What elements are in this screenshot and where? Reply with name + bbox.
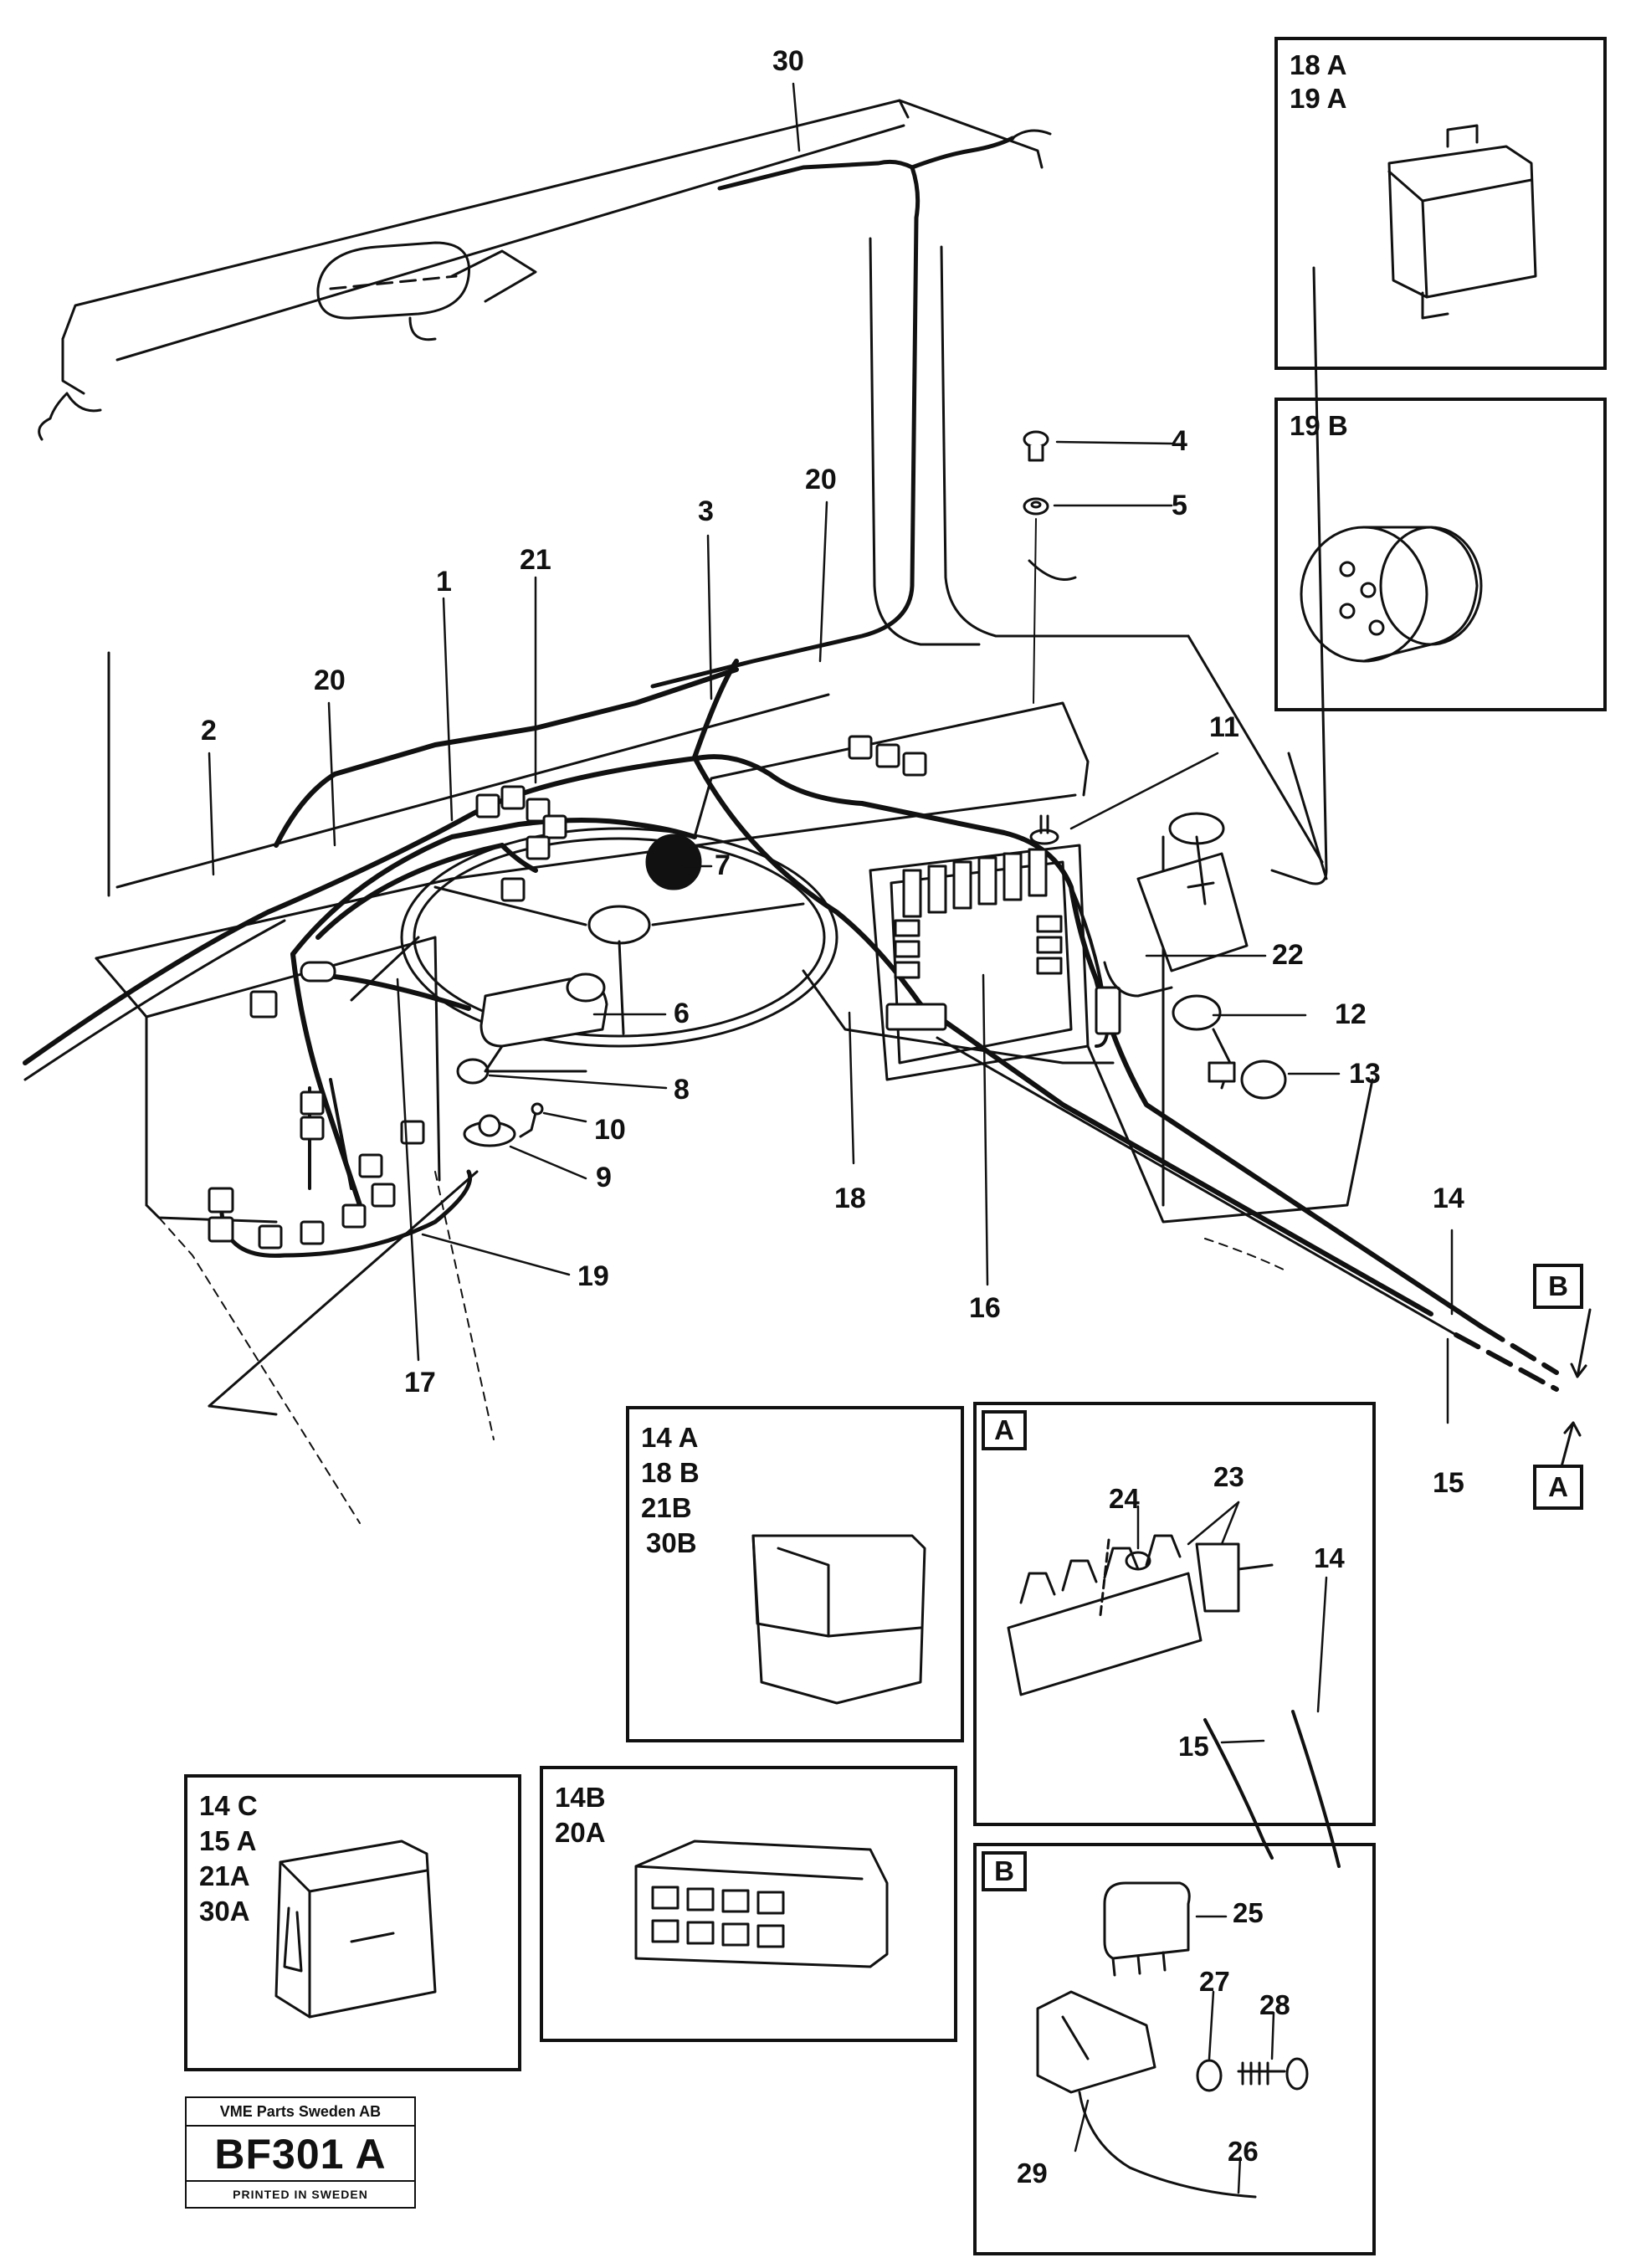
callout-6: 6 bbox=[674, 998, 690, 1029]
panel-a-leaders bbox=[1136, 1501, 1328, 1744]
callout-5: 5 bbox=[1172, 490, 1187, 521]
detail-b-callout-28: 28 bbox=[1259, 1989, 1290, 2020]
detail-a-callout-24: 24 bbox=[1109, 1483, 1140, 1514]
interior-lamp bbox=[316, 241, 537, 341]
plug-19b bbox=[1300, 526, 1483, 663]
detail-panel-b-tag: B bbox=[982, 1851, 1027, 1891]
callout-20-left: 20 bbox=[314, 664, 346, 696]
connector-14b bbox=[634, 1840, 889, 1968]
ref-tag-b: B bbox=[1533, 1264, 1583, 1309]
callout-1: 1 bbox=[436, 566, 452, 598]
leader-lines bbox=[208, 82, 1454, 1424]
gear-lever bbox=[1103, 812, 1249, 998]
panel-14a-line-1: 14 A bbox=[641, 1422, 699, 1453]
callout-30: 30 bbox=[772, 45, 804, 77]
callout-17: 17 bbox=[404, 1367, 436, 1398]
stamp-company: VME Parts Sweden AB bbox=[187, 2098, 414, 2127]
detail-a-callout-15: 15 bbox=[1178, 1731, 1209, 1762]
screw-28 bbox=[1237, 2057, 1309, 2091]
callout-7: 7 bbox=[715, 849, 731, 881]
callout-8: 8 bbox=[674, 1074, 690, 1106]
panel-14a: 14 A 18 B 21B 30B bbox=[626, 1406, 964, 1742]
ignition-switch bbox=[1172, 994, 1287, 1100]
panel-14c-line-1: 14 C bbox=[199, 1790, 258, 1821]
screw-axis bbox=[1033, 518, 1037, 704]
panel-14b: 14B 20A bbox=[540, 1766, 957, 2042]
roof-harness bbox=[650, 129, 1052, 689]
detail-b-callout-25: 25 bbox=[1233, 1897, 1264, 1928]
callout-21: 21 bbox=[520, 544, 551, 576]
terminal-strip bbox=[1007, 1534, 1341, 1868]
callout-16: 16 bbox=[969, 1292, 1001, 1324]
callout-11: 11 bbox=[1209, 711, 1239, 743]
callout-19: 19 bbox=[577, 1260, 609, 1292]
panel-19b: 19 B bbox=[1274, 398, 1607, 711]
callout-20-top: 20 bbox=[805, 464, 837, 495]
wiper-motor bbox=[300, 961, 608, 1085]
callout-18: 18 bbox=[834, 1183, 866, 1214]
callout-9: 9 bbox=[596, 1162, 612, 1193]
panel-18a-line-2: 19 A bbox=[1290, 83, 1347, 114]
panel-14b-line-1: 14B bbox=[555, 1782, 606, 1813]
callout-10: 10 bbox=[594, 1114, 626, 1146]
panel-14c: 14 C 15 A 21A 30A bbox=[184, 1774, 521, 2071]
callout-15: 15 bbox=[1433, 1467, 1464, 1499]
bolt-11 bbox=[1029, 814, 1059, 845]
callout-13: 13 bbox=[1349, 1058, 1381, 1090]
panel-14c-line-4: 30A bbox=[199, 1896, 250, 1927]
relay-25 bbox=[1103, 1881, 1191, 1977]
panel-14a-line-2: 18 B bbox=[641, 1457, 700, 1488]
connector-14c bbox=[274, 1840, 437, 2019]
ref-arrows bbox=[1555, 1308, 1592, 1487]
fuse-panel bbox=[894, 848, 1063, 979]
title-stamp: VME Parts Sweden AB BF301 A PRINTED IN S… bbox=[185, 2096, 416, 2209]
harness-15-line bbox=[936, 1036, 1458, 1337]
roof-harness-left-end bbox=[38, 392, 102, 441]
stamp-printed-in: PRINTED IN SWEDEN bbox=[187, 2180, 414, 2207]
panel-14c-line-3: 21A bbox=[199, 1860, 250, 1891]
callout-2: 2 bbox=[201, 715, 217, 747]
lamp-pigtail bbox=[1028, 559, 1077, 581]
detail-panel-a: A 23 24 14 15 bbox=[973, 1402, 1376, 1826]
callout-22: 22 bbox=[1272, 939, 1304, 971]
detail-b-callout-29: 29 bbox=[1017, 2158, 1048, 2188]
relay-socket-29 bbox=[1036, 1990, 1257, 2199]
steering-wheel bbox=[400, 827, 838, 1048]
panel-18a-19a: 18 A 19 A bbox=[1274, 37, 1607, 370]
detail-a-callout-14: 14 bbox=[1314, 1542, 1345, 1573]
main-harness bbox=[23, 659, 1484, 1329]
detail-b-callout-27: 27 bbox=[1199, 1966, 1230, 1997]
ref-tag-a: A bbox=[1533, 1465, 1583, 1510]
cab-roof-frame bbox=[61, 99, 1328, 897]
callout-12: 12 bbox=[1335, 998, 1367, 1030]
relay-connector-18a bbox=[1387, 124, 1537, 320]
washer-5 bbox=[1023, 497, 1049, 516]
panel-19b-line-1: 19 B bbox=[1290, 410, 1348, 441]
detail-a-callout-23: 23 bbox=[1213, 1461, 1244, 1492]
washer-27 bbox=[1196, 2059, 1223, 2092]
detail-panel-b: B 25 27 28 26 29 bbox=[973, 1843, 1376, 2255]
callout-4: 4 bbox=[1172, 425, 1187, 457]
panel-14c-line-2: 15 A bbox=[199, 1825, 257, 1856]
stamp-drawing-code: BF301 A bbox=[214, 2131, 387, 2178]
detail-b-callout-26: 26 bbox=[1228, 2136, 1259, 2167]
connector-14a bbox=[751, 1534, 926, 1705]
switch-9 bbox=[463, 1102, 544, 1147]
detail-panel-a-tag: A bbox=[982, 1410, 1027, 1450]
panel-b-leaders bbox=[1074, 1915, 1275, 2194]
callout-3: 3 bbox=[698, 495, 714, 527]
panel-18a-line-1: 18 A bbox=[1290, 49, 1347, 80]
gauge bbox=[645, 834, 702, 890]
connector-blocks bbox=[208, 735, 1121, 1249]
panel-14a-line-4: 30B bbox=[646, 1527, 697, 1558]
main-harness-dashed-ends bbox=[1454, 1324, 1559, 1392]
panel-14a-line-3: 21B bbox=[641, 1492, 692, 1523]
panel-14b-line-2: 20A bbox=[555, 1817, 606, 1848]
screw-4 bbox=[1023, 430, 1049, 462]
callout-14: 14 bbox=[1433, 1183, 1464, 1214]
